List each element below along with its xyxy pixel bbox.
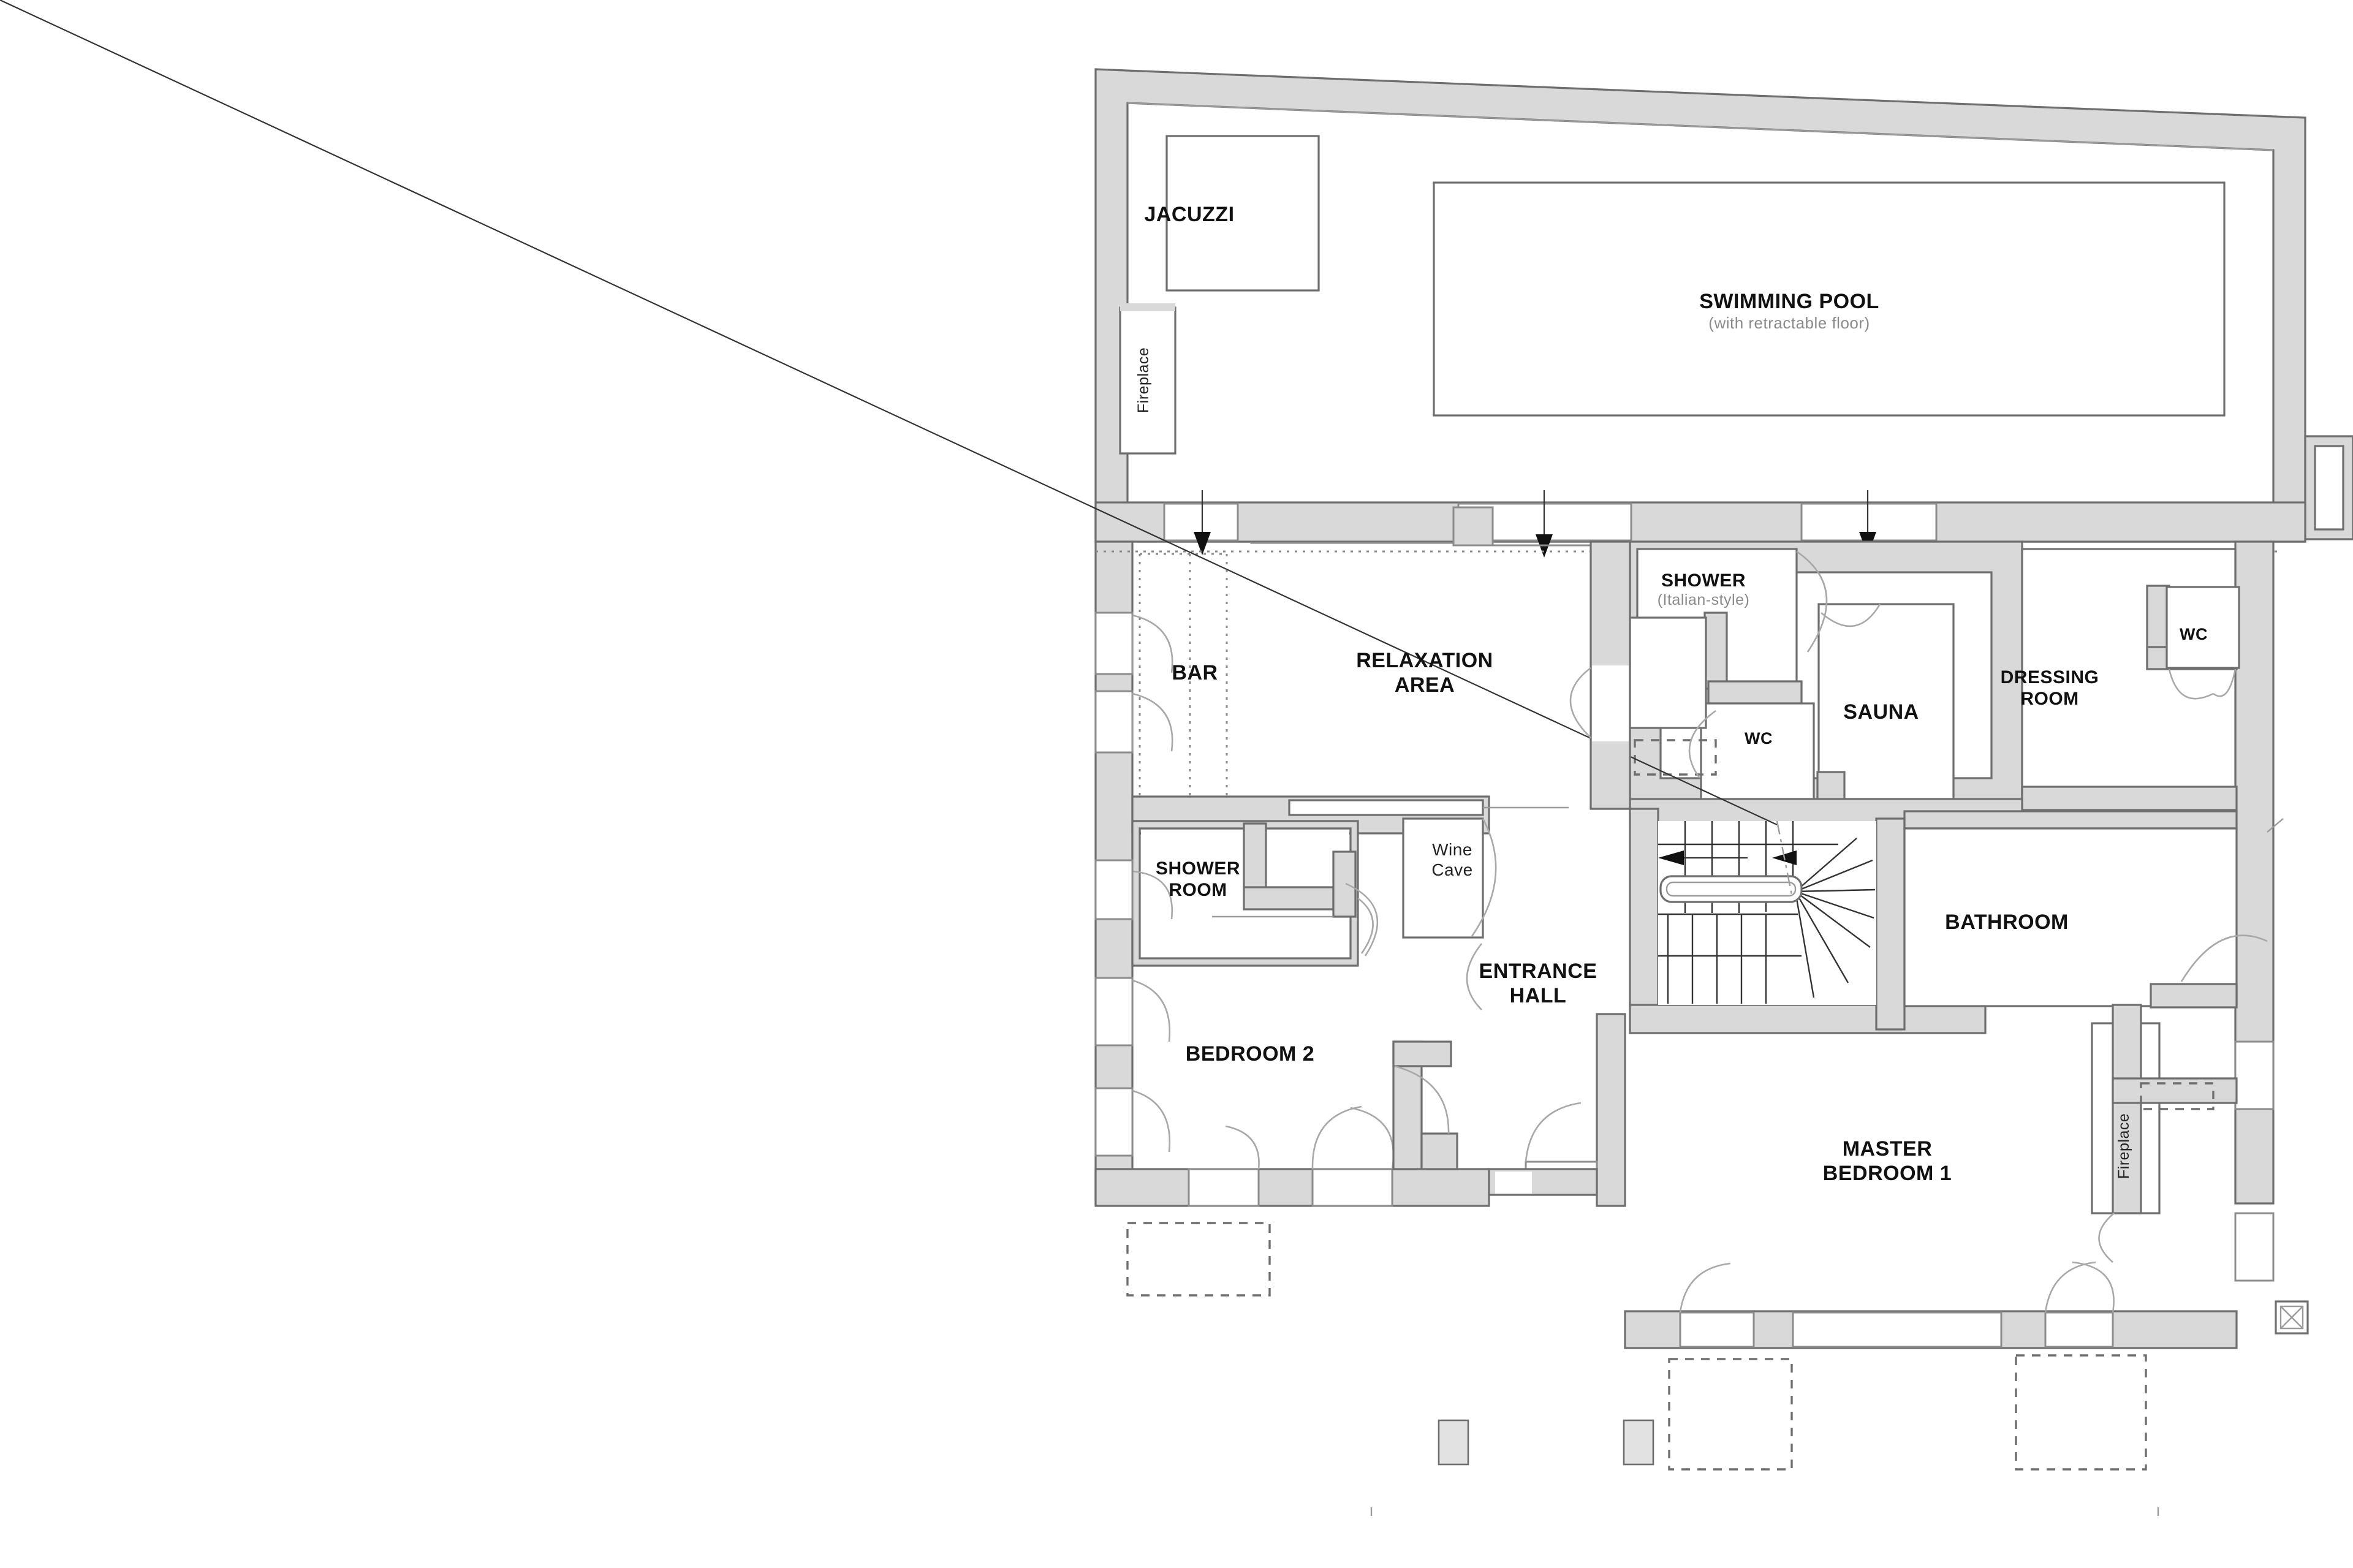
annotation-fireplace-pool: Fireplace xyxy=(1135,347,1152,413)
bathroom-block xyxy=(1903,827,2268,1009)
room-label-shower-italian: SHOWER xyxy=(1661,570,1746,591)
room-label-swimming-pool-group: SWIMMING POOL (with retractable floor) xyxy=(1630,289,1949,333)
electrical-box-symbol xyxy=(2275,1300,2309,1335)
room-label-wc-right: WC xyxy=(2180,625,2208,643)
room-label-shower-room: SHOWER ROOM xyxy=(1156,858,1240,901)
room-label-dressing-room: DRESSING ROOM xyxy=(2000,667,2099,710)
bedroom2-block xyxy=(1094,820,1395,1207)
bar-counter xyxy=(1139,553,1228,797)
room-label-bathroom: BATHROOM xyxy=(1945,911,2069,934)
central-wet-block xyxy=(1629,540,2023,810)
room-label-entrance-hall: ENTRANCE HALL xyxy=(1479,960,1597,1008)
pool-divider-wall xyxy=(1094,501,2306,543)
annotation-fireplace-master: Fireplace xyxy=(2115,1113,2132,1179)
master-bedroom-block xyxy=(1624,1004,2275,1349)
jacuzzi-tub xyxy=(1165,135,1320,292)
terrace-outline-right xyxy=(2015,1354,2147,1471)
terrace-outline-center xyxy=(1668,1358,1793,1471)
staircase xyxy=(0,0,1876,1005)
room-sublabel-shower-italian: (Italian-style) xyxy=(1657,591,1750,609)
exterior-bay-right xyxy=(2304,435,2353,540)
room-label-wine-cave: Wine Cave xyxy=(1431,840,1473,880)
stair-corridor-walls xyxy=(1629,798,2238,1034)
room-label-relaxation-area: RELAXATION AREA xyxy=(1356,649,1493,697)
room-label-shower-italian-group: SHOWER (Italian-style) xyxy=(1630,570,1777,610)
relaxation-counter xyxy=(1288,799,1569,816)
fireplace-pool-side xyxy=(1119,303,1176,455)
room-label-sauna: SAUNA xyxy=(1843,700,1919,724)
room-label-wc-inner: WC xyxy=(1745,729,1773,748)
room-label-bedroom-2: BEDROOM 2 xyxy=(1185,1042,1315,1066)
dimension-ticks xyxy=(1370,1507,2159,1516)
room-label-jacuzzi: JACUZZI xyxy=(1144,203,1235,226)
window-group-bar-left xyxy=(1094,612,1173,754)
roof-line xyxy=(1127,102,2274,151)
swimming-pool-basin xyxy=(1433,181,2226,417)
room-sublabel-swimming-pool: (with retractable floor) xyxy=(1708,314,1870,333)
terrace-outline-left xyxy=(1126,1222,1271,1297)
exterior-piers xyxy=(1438,1419,1654,1466)
terrace-outlines xyxy=(1126,1222,2147,1471)
dressing-room-block xyxy=(2021,540,2275,1205)
entrance-hall-walls xyxy=(1345,817,1626,1207)
room-label-bar: BAR xyxy=(1172,661,1218,684)
room-label-master-bedroom: MASTER BEDROOM 1 xyxy=(1822,1137,1952,1186)
relaxation-right-wall xyxy=(1569,540,1631,810)
wall-tick-right xyxy=(2267,818,2284,833)
room-label-swimming-pool: SWIMMING POOL xyxy=(1699,290,1879,313)
